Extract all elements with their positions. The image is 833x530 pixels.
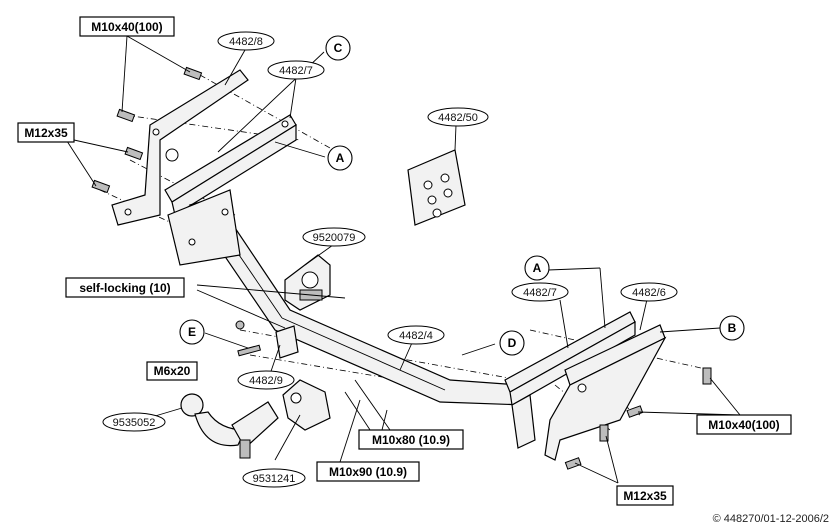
oval-4482-8: 4482/8	[217, 31, 275, 51]
socket-bracket-9531241	[282, 379, 331, 431]
svg-text:4482/50: 4482/50	[438, 112, 478, 124]
svg-text:9520079: 9520079	[313, 232, 356, 244]
svg-text:9535052: 9535052	[113, 417, 156, 429]
svg-text:4482/7: 4482/7	[523, 287, 557, 299]
bracket-4482-7-left	[164, 114, 297, 216]
label-m10x80: M10x80 (10.9)	[358, 429, 464, 450]
oval-4482-7-left: 4482/7	[267, 60, 325, 80]
label-m10x40-right: M10x40(100)	[696, 414, 792, 435]
svg-text:M10x90 (10.9): M10x90 (10.9)	[329, 465, 407, 479]
svg-text:M6x20: M6x20	[154, 364, 191, 378]
label-m10x90: M10x90 (10.9)	[316, 461, 420, 482]
svg-text:D: D	[508, 336, 517, 350]
bolts-right	[564, 367, 712, 470]
letter-c: C	[325, 35, 351, 61]
svg-text:M12x35: M12x35	[623, 489, 667, 503]
oval-9520079: 9520079	[302, 227, 366, 247]
oval-4482-4: 4482/4	[387, 325, 445, 345]
svg-text:A: A	[336, 151, 345, 165]
svg-text:4482/4: 4482/4	[399, 330, 433, 342]
svg-text:M10x40(100): M10x40(100)	[708, 418, 779, 432]
oval-4482-6: 4482/6	[620, 282, 678, 302]
svg-text:self-locking (10): self-locking (10)	[79, 281, 170, 295]
svg-text:4482/6: 4482/6	[632, 287, 666, 299]
svg-text:M10x80 (10.9): M10x80 (10.9)	[372, 433, 450, 447]
svg-text:E: E	[188, 325, 196, 339]
oval-9535052: 9535052	[102, 412, 166, 432]
oval-4482-9: 4482/9	[237, 370, 295, 390]
bracket-4482-8	[111, 69, 249, 226]
letter-a-right: A	[524, 255, 550, 281]
letter-e: E	[179, 319, 205, 345]
bracket-4482-6	[544, 324, 667, 461]
bracket-4482-7-right	[504, 311, 636, 449]
svg-text:4482/8: 4482/8	[229, 36, 263, 48]
part-4482-9	[235, 320, 299, 359]
oval-9531241: 9531241	[242, 468, 306, 488]
label-m10x40-top: M10x40(100)	[79, 16, 175, 37]
svg-text:A: A	[533, 261, 542, 275]
copyright-text: © 448270/01-12-2006/2	[713, 513, 829, 525]
bolts-top-left	[91, 66, 203, 194]
svg-text:M12x35: M12x35	[24, 126, 68, 140]
leader-lines	[64, 35, 741, 484]
label-m12x35-bottom: M12x35	[616, 485, 674, 506]
svg-text:B: B	[728, 321, 737, 335]
svg-text:M10x40(100): M10x40(100)	[91, 20, 162, 34]
svg-text:C: C	[334, 41, 343, 55]
oval-4482-7-right: 4482/7	[511, 282, 569, 302]
side-plate-left	[167, 189, 241, 266]
svg-text:4482/7: 4482/7	[279, 65, 313, 77]
crossbar-4482-4	[189, 197, 526, 406]
towball-9535052	[180, 393, 279, 459]
label-self-locking: self-locking (10)	[65, 277, 185, 298]
label-m6x20: M6x20	[146, 361, 198, 381]
label-m12x35-left: M12x35	[17, 122, 75, 143]
plate-4482-50	[407, 149, 466, 226]
svg-text:4482/9: 4482/9	[249, 375, 283, 387]
oval-4482-50: 4482/50	[427, 107, 489, 127]
svg-text:9531241: 9531241	[253, 473, 296, 485]
letter-b: B	[719, 315, 745, 341]
letter-d: D	[499, 330, 525, 356]
letter-a-left: A	[327, 145, 353, 171]
